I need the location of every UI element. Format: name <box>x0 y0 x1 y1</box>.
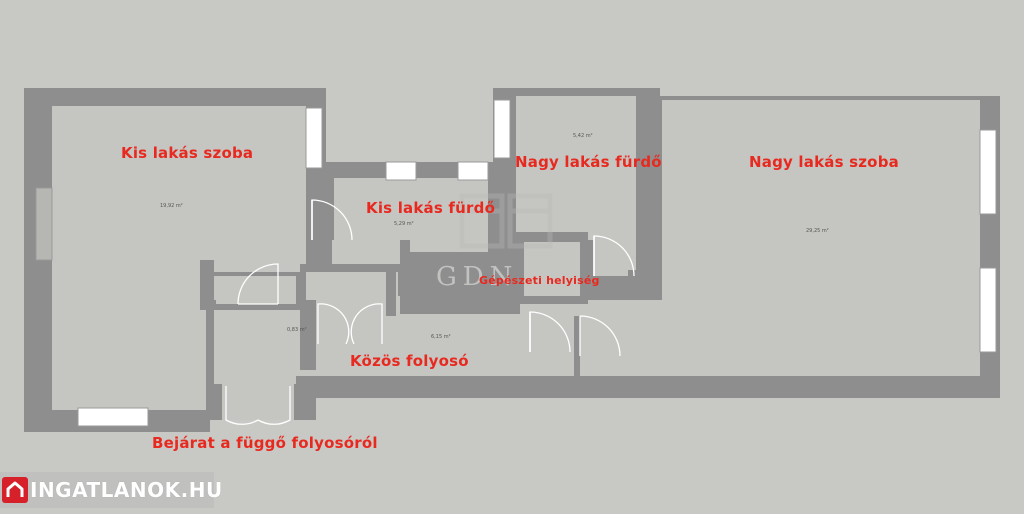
area-small-hall: 0,83 m² <box>287 327 307 333</box>
label-nagy-szoba: Nagy lakás szoba <box>749 153 899 171</box>
door-panels <box>311 200 595 352</box>
house-icon <box>0 472 30 508</box>
ingatlanok-logo[interactable]: INGATLANOK.HU <box>0 472 222 508</box>
area-nagy-furdo: 5,42 m² <box>573 133 593 139</box>
room-kis-furdo <box>332 178 488 264</box>
watermark-text: GDN <box>436 262 519 292</box>
room-nagy-szoba <box>662 100 980 376</box>
label-kis-szoba: Kis lakás szoba <box>121 144 254 162</box>
room-nagy-furdo <box>516 96 636 276</box>
entrance-label: Bejárat a függő folyosóról <box>152 434 378 452</box>
logo-text: INGATLANOK.HU <box>30 478 223 502</box>
watermark-building-icon <box>459 193 553 249</box>
label-nagy-furdo: Nagy lakás fürdő <box>515 153 662 171</box>
area-kozos-folyoso: 6,15 m² <box>431 334 451 340</box>
doors <box>225 199 635 425</box>
room-gepeszeti <box>524 242 580 296</box>
area-nagy-szoba: 29,25 m² <box>806 228 829 234</box>
area-kis-furdo: 5,29 m² <box>394 221 414 227</box>
label-kis-furdo: Kis lakás fürdő <box>366 199 496 217</box>
windows <box>35 99 997 427</box>
room-kis-szoba <box>52 106 306 410</box>
inner-walls <box>200 96 662 398</box>
area-kis-szoba: 19,92 m² <box>160 203 183 209</box>
room-small-hall <box>214 276 296 304</box>
label-gepeszeti: Gépészeti helyiség <box>479 274 600 287</box>
label-kozos-folyoso: Közös folyosó <box>350 352 469 370</box>
